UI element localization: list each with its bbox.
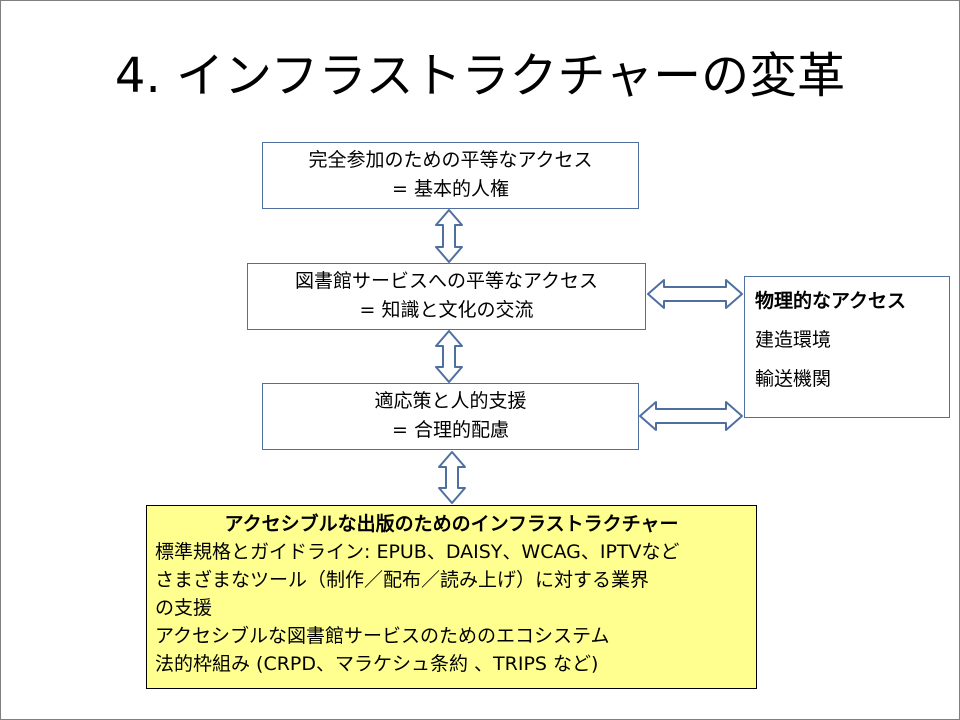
- equal-access-participation-box: 完全参加のための平等なアクセス = 基本的人権: [262, 142, 639, 209]
- library-service-access-box: 図書館サービスへの平等なアクセス = 知識と文化の交流: [247, 263, 646, 330]
- accessible-publishing-infrastructure-box: アクセシブルな出版のためのインフラストラクチャー 標準規格とガイドライン: EP…: [146, 505, 757, 689]
- infrastructure-item: の支援: [155, 597, 213, 619]
- infrastructure-item: 標準規格とガイドライン: EPUB、DAISY、WCAG、IPTVなど: [155, 541, 680, 563]
- box-line: = 知識と文化の交流: [359, 299, 534, 321]
- box-line: 図書館サービスへの平等なアクセス: [294, 270, 599, 292]
- box-line: = 基本的人権: [392, 178, 509, 200]
- box-line: 適応策と人的支援: [374, 390, 527, 412]
- physical-access-heading: 物理的なアクセス: [755, 290, 907, 312]
- physical-access-item: 建造環境: [755, 329, 832, 351]
- box-line: 完全参加のための平等なアクセス: [308, 149, 593, 171]
- box-line: = 合理的配慮: [392, 419, 509, 441]
- accommodation-support-box: 適応策と人的支援 = 合理的配慮: [262, 383, 639, 450]
- physical-access-box: 物理的なアクセス 建造環境 輸送機関: [744, 276, 950, 418]
- slide-title: 4. インフラストラクチャーの変革: [114, 48, 846, 104]
- infrastructure-heading: アクセシブルな出版のためのインフラストラクチャー: [224, 513, 679, 535]
- physical-access-item: 輸送機関: [755, 368, 832, 390]
- infrastructure-item: さまざまなツール（制作／配布／読み上げ）に対する業界: [155, 569, 650, 591]
- infrastructure-item: アクセシブルな図書館サービスのためのエコシステム: [155, 625, 610, 647]
- infrastructure-item: 法的枠組み (CRPD、マラケシュ条約 、TRIPS など): [155, 653, 599, 675]
